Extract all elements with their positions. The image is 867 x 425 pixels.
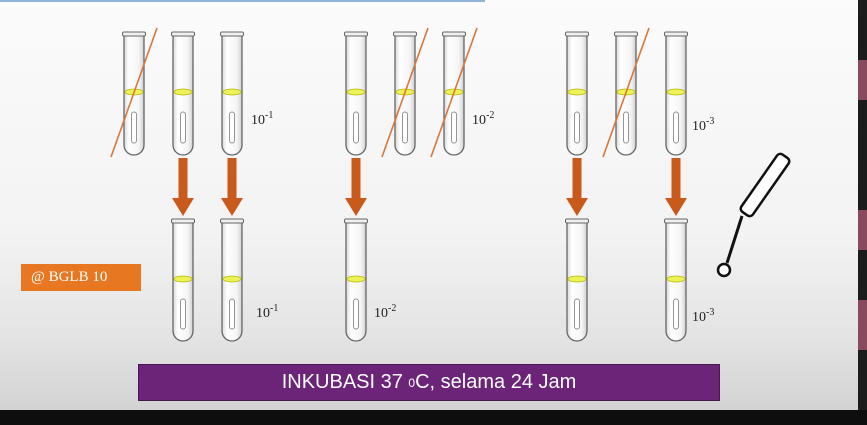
- right-edge-mark: [858, 210, 867, 250]
- down-arrow-icon: [221, 158, 243, 216]
- down-arrow-icon: [345, 158, 367, 216]
- right-edge-mark: [858, 300, 867, 350]
- test-tube-icon: [664, 31, 688, 156]
- test-tube-icon: [110, 27, 158, 158]
- test-tube-icon: [381, 27, 429, 158]
- title-underline: [0, 0, 485, 2]
- dilution-label-bottom-1: 10-1: [256, 303, 279, 321]
- incubation-text-before: INKUBASI 37: [281, 371, 409, 393]
- test-tube-icon: [430, 27, 478, 158]
- down-arrow-icon: [172, 158, 194, 216]
- dilution-label-top-1: 10-1: [251, 110, 274, 128]
- right-edge-mark: [858, 60, 867, 100]
- strike-line: [430, 27, 478, 158]
- dilution-label-bottom-3: 10-3: [692, 307, 715, 325]
- test-tube-icon: [171, 218, 195, 342]
- medium-label-box: @ BGLB 10: [21, 264, 141, 291]
- test-tube-icon: [664, 218, 688, 342]
- inoculating-loop-icon: [716, 152, 791, 278]
- test-tube-icon: [602, 27, 650, 158]
- incubation-text-after: C, selama 24 Jam: [415, 371, 577, 393]
- bottom-edge-strip: [0, 410, 867, 425]
- test-tube-icon: [565, 31, 589, 156]
- dilution-label-top-2: 10-2: [472, 110, 495, 128]
- right-edge-strip: [858, 0, 867, 410]
- test-tube-icon: [344, 31, 368, 156]
- test-tube-icon: [220, 31, 244, 156]
- down-arrow-icon: [665, 158, 687, 216]
- down-arrow-icon: [566, 158, 588, 216]
- test-tube-icon: [171, 31, 195, 156]
- strike-line: [381, 27, 429, 158]
- test-tube-icon: [565, 218, 589, 342]
- medium-label-text: @ BGLB 10: [31, 269, 108, 285]
- test-tube-icon: [344, 218, 368, 342]
- strike-line: [110, 27, 158, 158]
- dilution-label-bottom-2: 10-2: [374, 303, 397, 321]
- strike-line: [602, 27, 650, 158]
- dilution-label-top-3: 10-3: [692, 116, 715, 134]
- incubation-text-degree: 0: [408, 375, 416, 390]
- test-tube-icon: [220, 218, 244, 342]
